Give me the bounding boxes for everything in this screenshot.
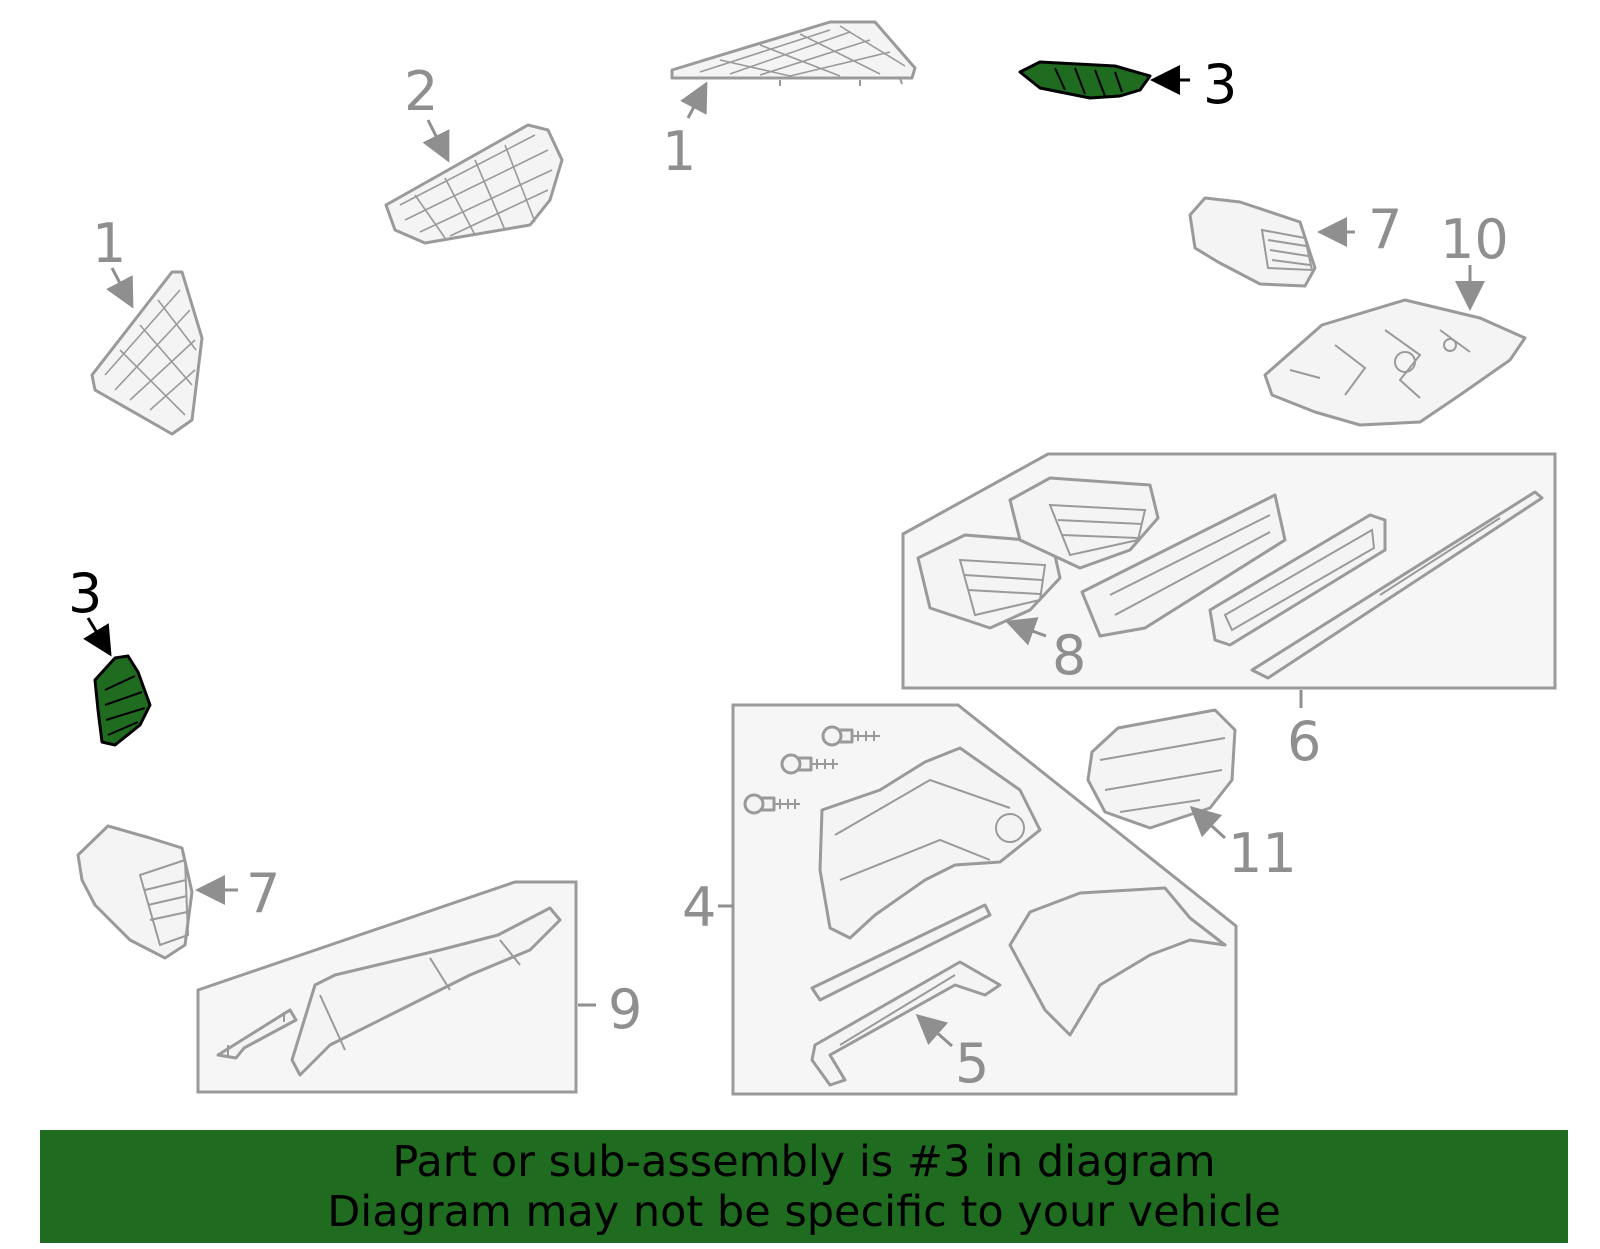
leader-3-left — [83, 617, 112, 657]
part-3-top-highlighted[interactable] — [1018, 60, 1152, 100]
part-7-left-vent[interactable] — [76, 824, 194, 960]
callout-10: 10 — [1440, 208, 1509, 271]
info-banner-background — [40, 1130, 1568, 1243]
callout-1-top: 1 — [662, 120, 696, 183]
leader-11 — [1189, 805, 1227, 840]
callout-3-top: 3 — [1203, 53, 1237, 116]
leader-5 — [915, 1014, 953, 1048]
part-11-airbag-module[interactable] — [1086, 708, 1237, 830]
part-2-speaker-grille[interactable] — [384, 123, 564, 245]
callout-8: 8 — [1052, 624, 1086, 687]
callout-6: 6 — [1287, 710, 1321, 773]
callout-1-left: 1 — [92, 212, 126, 275]
callout-4: 4 — [682, 876, 716, 939]
banner-line-1: Part or sub-assembly is #3 in diagram — [392, 1137, 1216, 1187]
leader-8 — [1005, 617, 1047, 646]
part-1-top-speaker-grille[interactable] — [670, 20, 917, 86]
callout-7-top: 7 — [1368, 198, 1402, 261]
callout-3-left: 3 — [68, 562, 102, 625]
callout-9: 9 — [608, 978, 642, 1041]
callout-7-left: 7 — [246, 862, 280, 925]
part-3-left-highlighted[interactable] — [93, 654, 152, 747]
banner-line-2: Diagram may not be specific to your vehi… — [327, 1187, 1281, 1237]
callout-11: 11 — [1228, 822, 1297, 885]
info-banner: Part or sub-assembly is #3 in diagram Di… — [40, 1130, 1568, 1243]
assembly-9-box[interactable] — [196, 880, 578, 1094]
part-7-top-vent[interactable] — [1188, 196, 1317, 288]
screws — [743, 725, 880, 815]
leader-1-left — [106, 267, 134, 309]
part-1-left-tweeter-grille[interactable] — [90, 270, 204, 436]
callout-2: 2 — [404, 60, 438, 123]
leader-2 — [422, 119, 450, 163]
assembly-6-box[interactable] — [901, 452, 1557, 690]
leader-1-top — [680, 81, 708, 119]
assembly-4-box[interactable] — [731, 703, 1238, 1096]
callout-5: 5 — [955, 1032, 989, 1095]
part-10-bracket[interactable] — [1263, 298, 1527, 427]
